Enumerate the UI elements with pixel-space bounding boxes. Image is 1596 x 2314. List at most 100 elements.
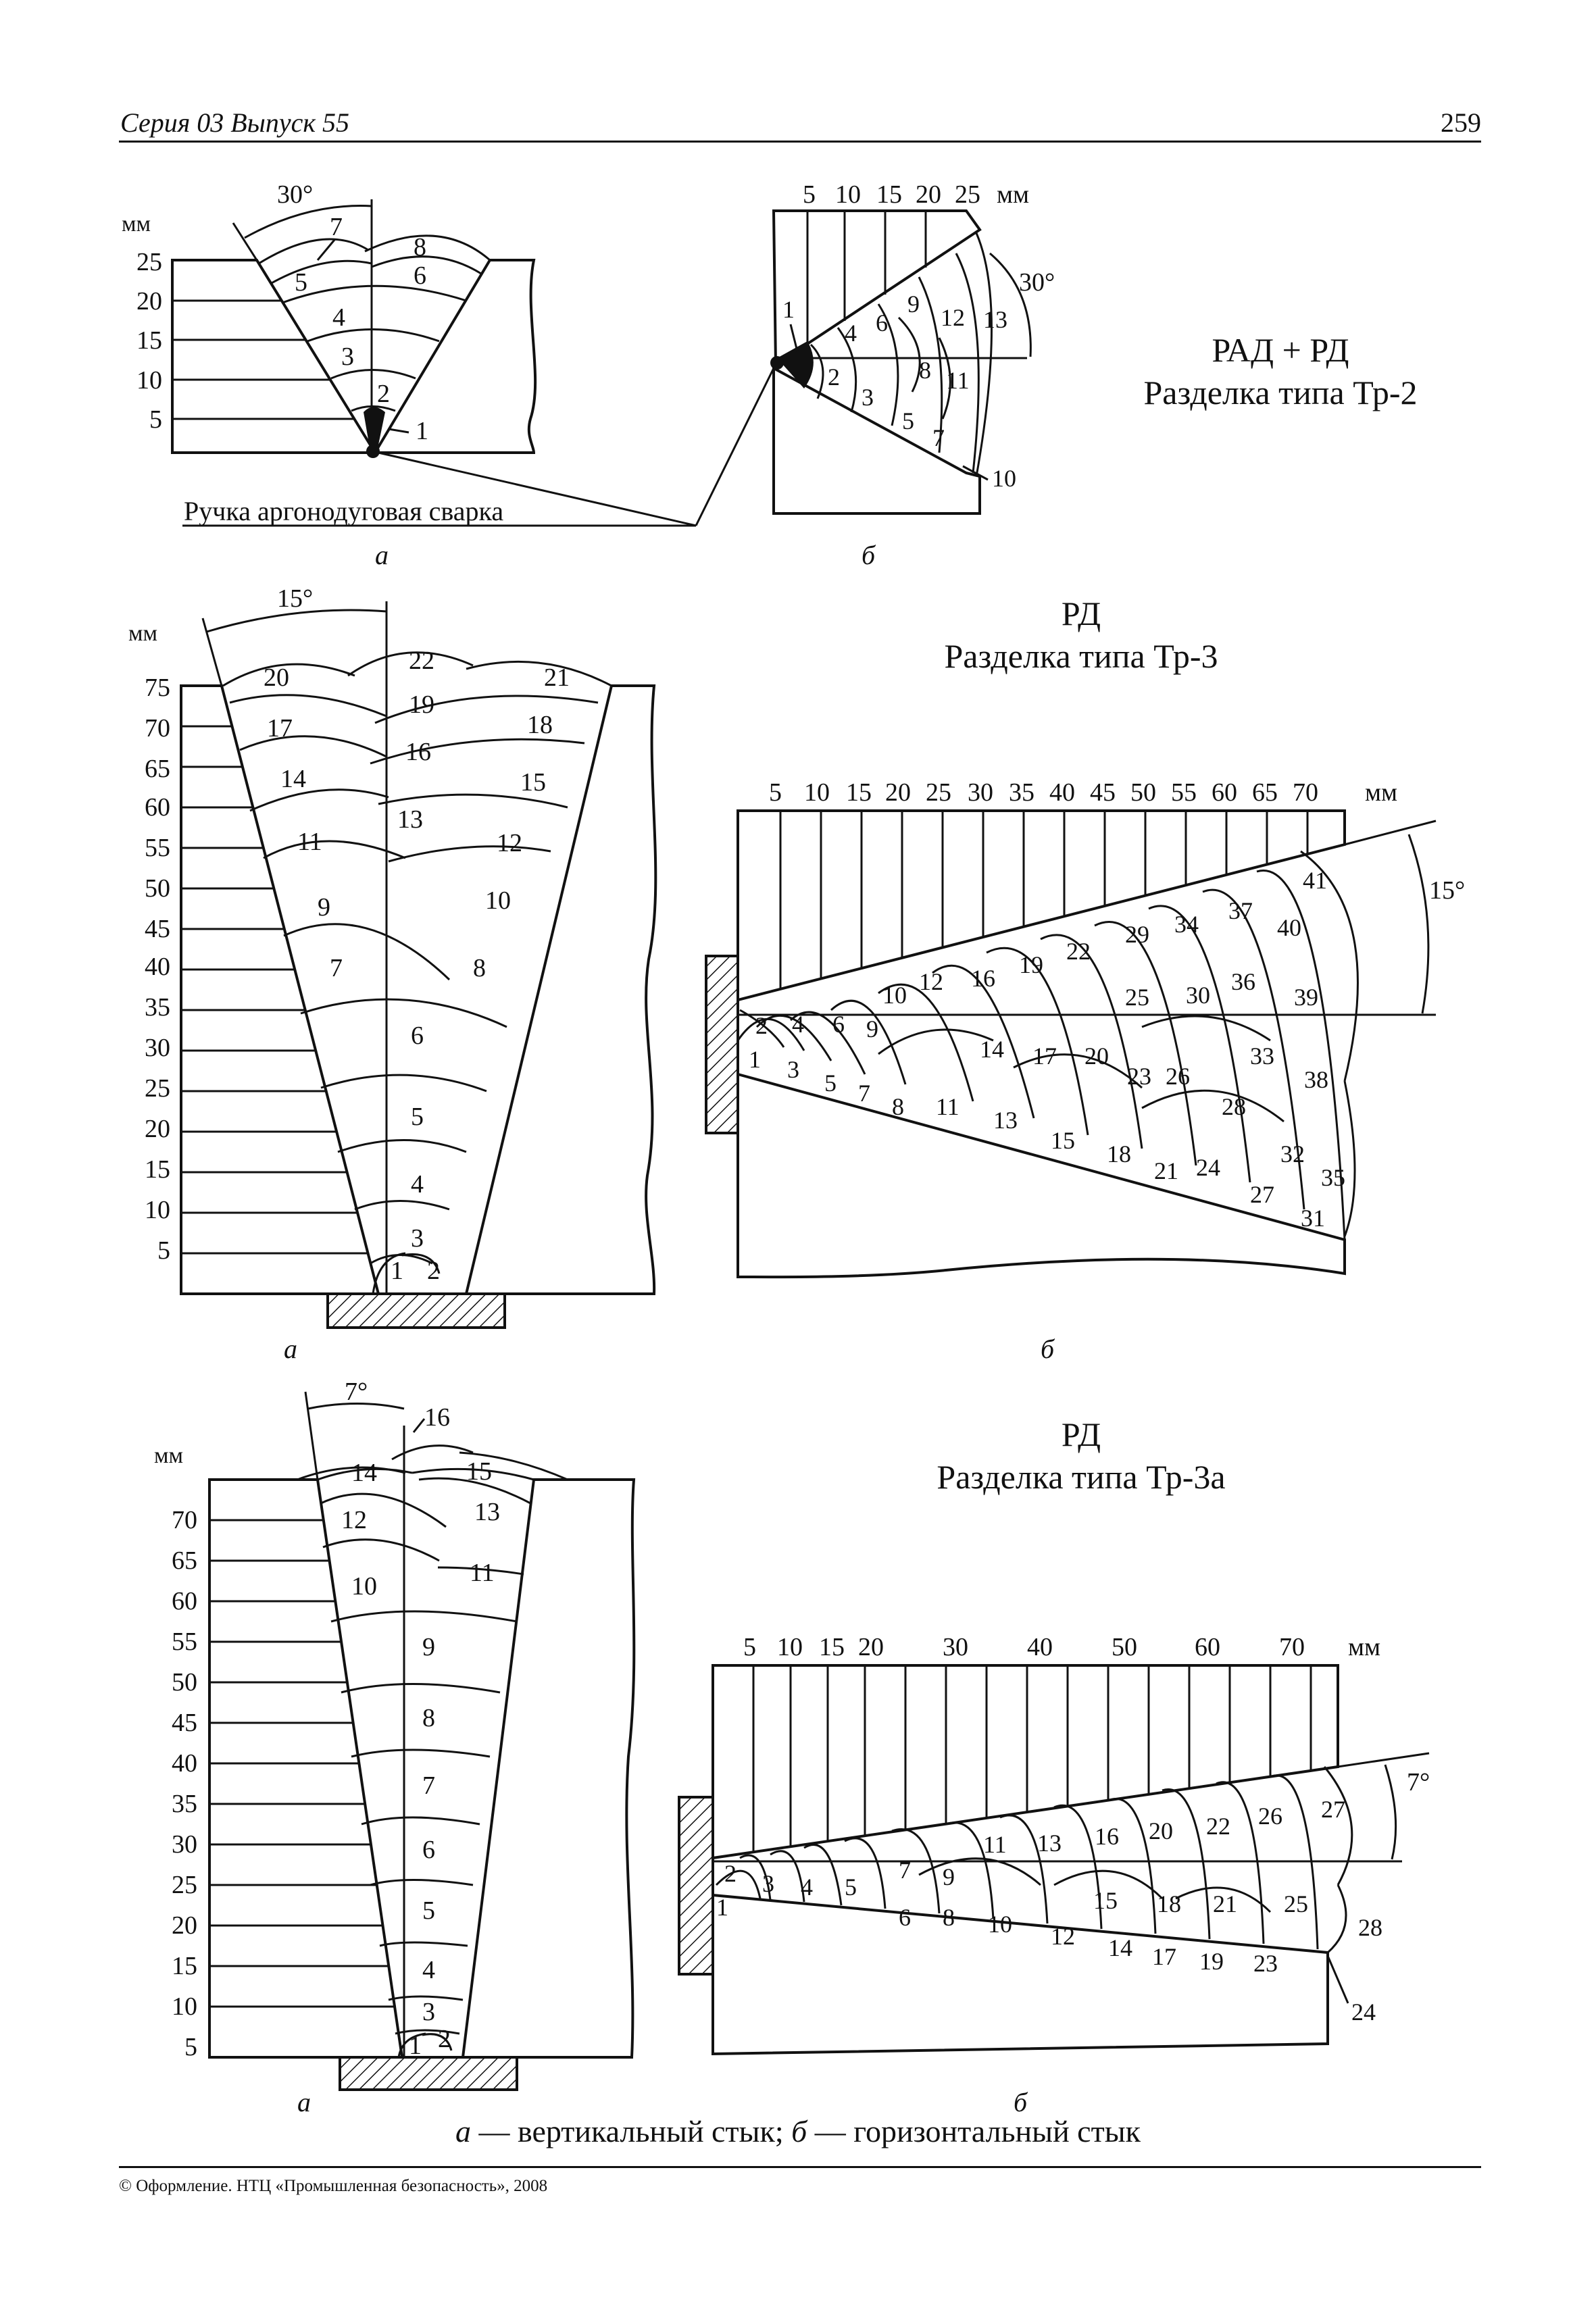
svg-text:6: 6 xyxy=(414,261,426,290)
svg-text:33: 33 xyxy=(1250,1042,1274,1070)
svg-text:35: 35 xyxy=(145,993,170,1022)
fig2b-bead-numbers: 41 37 40 34 29 22 19 16 12 10 36 30 25 3… xyxy=(749,867,1345,1232)
svg-text:16: 16 xyxy=(424,1403,450,1432)
svg-text:2: 2 xyxy=(377,380,390,408)
svg-text:2: 2 xyxy=(438,2025,451,2053)
svg-text:16: 16 xyxy=(405,738,431,766)
fig1b-bead-arcs xyxy=(809,232,993,477)
svg-text:31: 31 xyxy=(1301,1205,1325,1232)
fig1a-leader-1 xyxy=(388,428,409,434)
svg-text:5: 5 xyxy=(295,268,307,297)
svg-text:мм: мм xyxy=(1348,1633,1380,1661)
fig2a-unit: мм xyxy=(128,621,157,646)
svg-text:10: 10 xyxy=(145,1196,170,1224)
svg-text:10: 10 xyxy=(882,982,907,1009)
svg-text:25: 25 xyxy=(1284,1890,1308,1917)
fig1-subtitle: Разделка типа Тр-2 xyxy=(1143,374,1417,411)
svg-text:21: 21 xyxy=(1213,1890,1237,1917)
svg-text:9: 9 xyxy=(422,1633,435,1661)
fig2-vertical-joint: мм 15° xyxy=(128,584,657,1364)
svg-text:4: 4 xyxy=(792,1011,804,1038)
svg-text:5: 5 xyxy=(902,407,914,434)
svg-text:1: 1 xyxy=(409,2032,422,2060)
fig1-horizontal-joint: 5 10 15 20 25 мм 30° xyxy=(770,180,1055,570)
svg-text:2: 2 xyxy=(427,1257,440,1285)
svg-text:9: 9 xyxy=(866,1015,878,1042)
svg-text:21: 21 xyxy=(1154,1157,1178,1184)
svg-text:36: 36 xyxy=(1231,968,1255,995)
svg-text:22: 22 xyxy=(1066,938,1091,965)
page-number: 259 xyxy=(1441,107,1481,138)
svg-text:14: 14 xyxy=(280,765,306,793)
figure-caption: а — вертикальный стык; б — горизонтальны… xyxy=(0,2113,1596,2149)
svg-text:65: 65 xyxy=(145,755,170,783)
svg-text:29: 29 xyxy=(1125,921,1149,948)
svg-text:15: 15 xyxy=(1093,1887,1118,1914)
svg-text:16: 16 xyxy=(971,965,995,992)
fig3b-lower-plate xyxy=(712,1893,1329,2056)
svg-text:5: 5 xyxy=(422,1896,435,1925)
svg-text:3: 3 xyxy=(341,343,354,371)
svg-text:11: 11 xyxy=(983,1831,1007,1858)
svg-text:7: 7 xyxy=(932,424,945,451)
fig3a-leader-16 xyxy=(412,1418,426,1433)
fig3b-angle-ext xyxy=(1337,1752,1430,1768)
svg-text:25: 25 xyxy=(955,180,980,209)
svg-text:20: 20 xyxy=(916,180,941,209)
svg-text:7: 7 xyxy=(330,213,343,241)
svg-text:3: 3 xyxy=(762,1870,774,1897)
svg-text:50: 50 xyxy=(1130,778,1156,807)
svg-text:20: 20 xyxy=(145,1115,170,1143)
svg-text:9: 9 xyxy=(318,893,330,922)
fig3-title: РД xyxy=(1062,1415,1101,1453)
svg-text:55: 55 xyxy=(145,834,170,862)
fig2a-scale-lines xyxy=(181,725,368,1255)
fig3-horizontal-joint: 5 10 15 20 30 40 50 60 70 мм xyxy=(678,1633,1430,2117)
svg-text:14: 14 xyxy=(351,1459,377,1487)
svg-text:13: 13 xyxy=(983,306,1007,333)
svg-text:20: 20 xyxy=(1084,1042,1109,1070)
svg-text:45: 45 xyxy=(1090,778,1116,807)
svg-text:3: 3 xyxy=(862,384,874,411)
fig2a-backing-strip xyxy=(326,1292,506,1329)
fig3a-right-plate xyxy=(461,1478,636,2059)
svg-text:15: 15 xyxy=(172,1952,197,1980)
fig1b-angle-arc xyxy=(989,252,1032,357)
fig1b-root-bead xyxy=(777,341,814,388)
svg-text:3: 3 xyxy=(422,1998,435,2026)
svg-text:13: 13 xyxy=(474,1498,500,1526)
svg-text:9: 9 xyxy=(943,1863,955,1890)
svg-text:10: 10 xyxy=(988,1911,1012,1938)
svg-text:12: 12 xyxy=(497,829,522,857)
svg-text:70: 70 xyxy=(1293,778,1318,807)
fig1a-root-bead xyxy=(364,407,385,451)
svg-text:45: 45 xyxy=(145,915,170,943)
svg-text:15: 15 xyxy=(1051,1127,1075,1154)
svg-text:37: 37 xyxy=(1228,897,1253,924)
svg-text:25: 25 xyxy=(926,778,951,807)
fig2a-bead-numbers: 22 20 21 19 17 18 16 14 15 13 11 12 9 10… xyxy=(264,647,570,1285)
svg-text:5: 5 xyxy=(411,1103,424,1131)
svg-text:9: 9 xyxy=(907,291,920,318)
fig2b-bead-arcs xyxy=(737,850,1359,1240)
fig2-horizontal-joint: 5 10 15 20 25 30 35 40 45 50 55 60 65 70… xyxy=(705,778,1465,1364)
svg-text:1: 1 xyxy=(749,1046,761,1073)
svg-text:30: 30 xyxy=(145,1034,170,1062)
svg-text:2: 2 xyxy=(828,363,840,391)
fig2b-angle-ext xyxy=(1344,820,1437,846)
caption-a-letter: а xyxy=(455,2114,472,2148)
svg-text:11: 11 xyxy=(946,367,970,394)
svg-text:28: 28 xyxy=(1358,1914,1382,1941)
svg-text:10: 10 xyxy=(172,1992,197,2021)
fig3-subtitle: Разделка типа Тр-3а xyxy=(937,1458,1225,1496)
fig2b-lower-plate xyxy=(737,1072,1346,1279)
fig2b-angle-arc xyxy=(1407,834,1430,1014)
svg-text:40: 40 xyxy=(145,953,170,981)
fig1-callout: Ручка аргонодуговая сварка xyxy=(184,496,503,526)
svg-text:25: 25 xyxy=(136,248,162,276)
svg-text:11: 11 xyxy=(936,1093,959,1120)
svg-text:30: 30 xyxy=(1186,982,1210,1009)
svg-text:5: 5 xyxy=(845,1873,857,1901)
fig1a-angle-arc xyxy=(244,205,372,239)
